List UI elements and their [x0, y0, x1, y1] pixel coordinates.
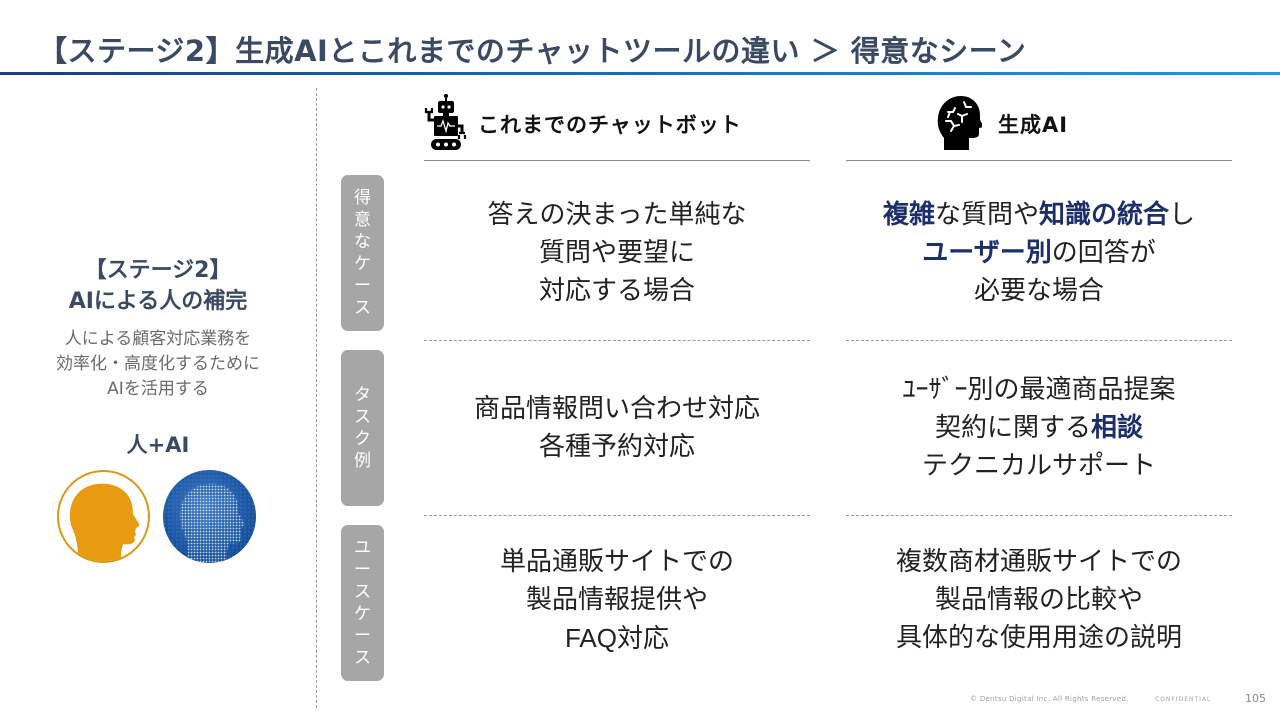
section-divider	[316, 88, 317, 708]
row-label-strengths: 得意なケース	[341, 175, 384, 331]
column-header-label: 生成AI	[998, 113, 1069, 137]
stage-title-line1: 【ステージ2】	[84, 258, 232, 283]
row-label-char: ス	[354, 582, 371, 602]
heads-illustration	[55, 470, 265, 565]
cell-text-line: 商品情報問い合わせ対応	[474, 390, 760, 428]
row-label-char: ー	[354, 276, 371, 296]
copyright-notice: © Dentsu Digital Inc. All Rights Reserve…	[970, 695, 1129, 703]
column-header-chatbot: これまでのチャットボット	[424, 92, 742, 156]
cell-text: 商品情報問い合わせ対応	[473, 394, 760, 424]
cell-text: 契約に関する	[934, 413, 1091, 443]
row-label-char: ク	[354, 429, 371, 449]
row-label-char: ス	[354, 298, 371, 318]
cell-text-line: 必要な場合	[883, 272, 1195, 310]
cell-text-line: 複数商材通販サイトでの	[896, 543, 1182, 581]
stage-title-line2: AIによる人の補完	[68, 289, 248, 314]
cell-text-line: ﾕｰｻﾞｰ別の最適商品提案	[902, 371, 1175, 409]
cell-text: 対応	[616, 623, 669, 654]
row-separator	[846, 340, 1232, 341]
highlighted-text: ユーザー別	[922, 238, 1052, 268]
page-number: 105	[1245, 692, 1266, 705]
row-label-char: ケ	[354, 604, 371, 624]
cell-genai-use-cases: 複数商材通販サイトでの製品情報の比較や具体的な使用用途の説明	[846, 522, 1232, 678]
row-label-char: ー	[354, 560, 371, 580]
stage-description: 人による顧客対応業務を 効率化・高度化するために AIを活用する	[0, 327, 316, 402]
cell-text: の回答が	[1051, 238, 1156, 268]
cell-text-line: 各種予約対応	[474, 428, 760, 466]
robot-icon	[424, 93, 468, 155]
cell-chatbot-strengths: 答えの決まった単純な質問や要望に対応する場合	[424, 175, 810, 331]
cell-text-line: FAQ対応	[500, 619, 734, 658]
cell-text: 必要な場合	[973, 276, 1104, 306]
cell-text-line: 契約に関する相談	[902, 409, 1175, 447]
confidential-label: CONFIDENTIAL	[1155, 696, 1212, 703]
row-label-char: ス	[354, 648, 371, 668]
row-label-char: ー	[354, 626, 371, 646]
cell-chatbot-task-examples: 商品情報問い合わせ対応各種予約対応	[424, 347, 810, 509]
column-header-genai: 生成AI	[936, 92, 1068, 156]
cell-text-line: 複雑な質問や知識の統合し	[883, 196, 1195, 234]
cell-text-line: 具体的な使用用途の説明	[896, 619, 1182, 657]
cell-text: 各種予約対応	[538, 432, 695, 462]
ai-head-icon	[163, 470, 256, 563]
highlighted-text: 知識の統合	[1039, 200, 1170, 230]
row-label-char: 意	[354, 210, 371, 230]
row-label-char: ケ	[354, 254, 371, 274]
cell-text: FAQ	[564, 622, 617, 653]
row-label-char: 例	[354, 451, 371, 471]
cell-text-line: テクニカルサポート	[902, 447, 1175, 485]
cell-text-line: 単品通販サイトでの	[500, 543, 734, 581]
cell-text: 具体的な使用用途の説明	[895, 623, 1182, 653]
cell-text: 質問や要望に	[538, 238, 695, 268]
stage-description-line: 効率化・高度化するために	[56, 354, 260, 374]
cell-text: 製品情報の比較や	[934, 585, 1143, 615]
title-underline	[0, 72, 1280, 75]
cell-genai-strengths: 複雑な質問や知識の統合しユーザー別の回答が必要な場合	[846, 175, 1232, 331]
highlighted-text: 相談	[1090, 413, 1143, 443]
row-label-char: ユ	[354, 538, 371, 558]
cell-text: 答えの決まった単純な	[487, 200, 747, 230]
row-label-char: タ	[354, 385, 371, 405]
highlighted-text: 複雑	[882, 200, 935, 230]
row-label-task-examples: タスク例	[341, 350, 384, 506]
stage-title: 【ステージ2】 AIによる人の補完	[0, 255, 316, 317]
row-label-char: ス	[354, 407, 371, 427]
stage-summary-panel: 【ステージ2】 AIによる人の補完 人による顧客対応業務を 効率化・高度化するた…	[0, 255, 316, 563]
slide-title: 【ステージ2】生成AIとこれまでのチャットツールの違い ＞ 得意なシーン	[38, 34, 1027, 68]
row-label-char: な	[354, 232, 371, 252]
cell-text-line: 対応する場合	[488, 272, 747, 310]
cell-text-line: 質問や要望に	[488, 234, 747, 272]
row-separator	[424, 340, 810, 341]
brain-head-icon	[936, 94, 984, 154]
cell-text: ﾕｰｻﾞｰ別の最適商品提案	[902, 375, 1176, 405]
stage-description-line: AIを活用する	[107, 379, 209, 399]
cell-text: 対応する場合	[538, 276, 695, 306]
cell-text: 複数商材通販サイトでの	[895, 547, 1182, 577]
cell-text: し	[1169, 200, 1196, 230]
stage-description-line: 人による顧客対応業務を	[64, 329, 252, 349]
row-separator	[846, 515, 1232, 516]
cell-text: 単品通販サイトでの	[499, 546, 734, 577]
column-header-rule	[424, 160, 810, 161]
cell-text: 製品情報提供や	[525, 584, 708, 615]
cell-text-line: 製品情報提供や	[500, 581, 734, 619]
cell-text-line: ユーザー別の回答が	[883, 234, 1195, 272]
cell-text-line: 製品情報の比較や	[896, 581, 1182, 619]
cell-genai-task-examples: ﾕｰｻﾞｰ別の最適商品提案契約に関する相談テクニカルサポート	[846, 347, 1232, 509]
row-label-char: 得	[354, 188, 371, 208]
row-separator	[424, 515, 810, 516]
column-header-label: これまでのチャットボット	[478, 113, 742, 137]
cell-text-line: 答えの決まった単純な	[488, 196, 747, 234]
column-header-rule	[846, 160, 1232, 161]
human-head-icon	[57, 470, 150, 563]
human-plus-ai-label: 人+AI	[126, 433, 190, 457]
cell-text: テクニカルサポート	[921, 451, 1156, 481]
row-label-use-cases: ユースケース	[341, 525, 384, 681]
cell-chatbot-use-cases: 単品通販サイトでの製品情報提供や FAQ対応	[424, 522, 810, 678]
cell-text: な質問や	[934, 200, 1039, 230]
